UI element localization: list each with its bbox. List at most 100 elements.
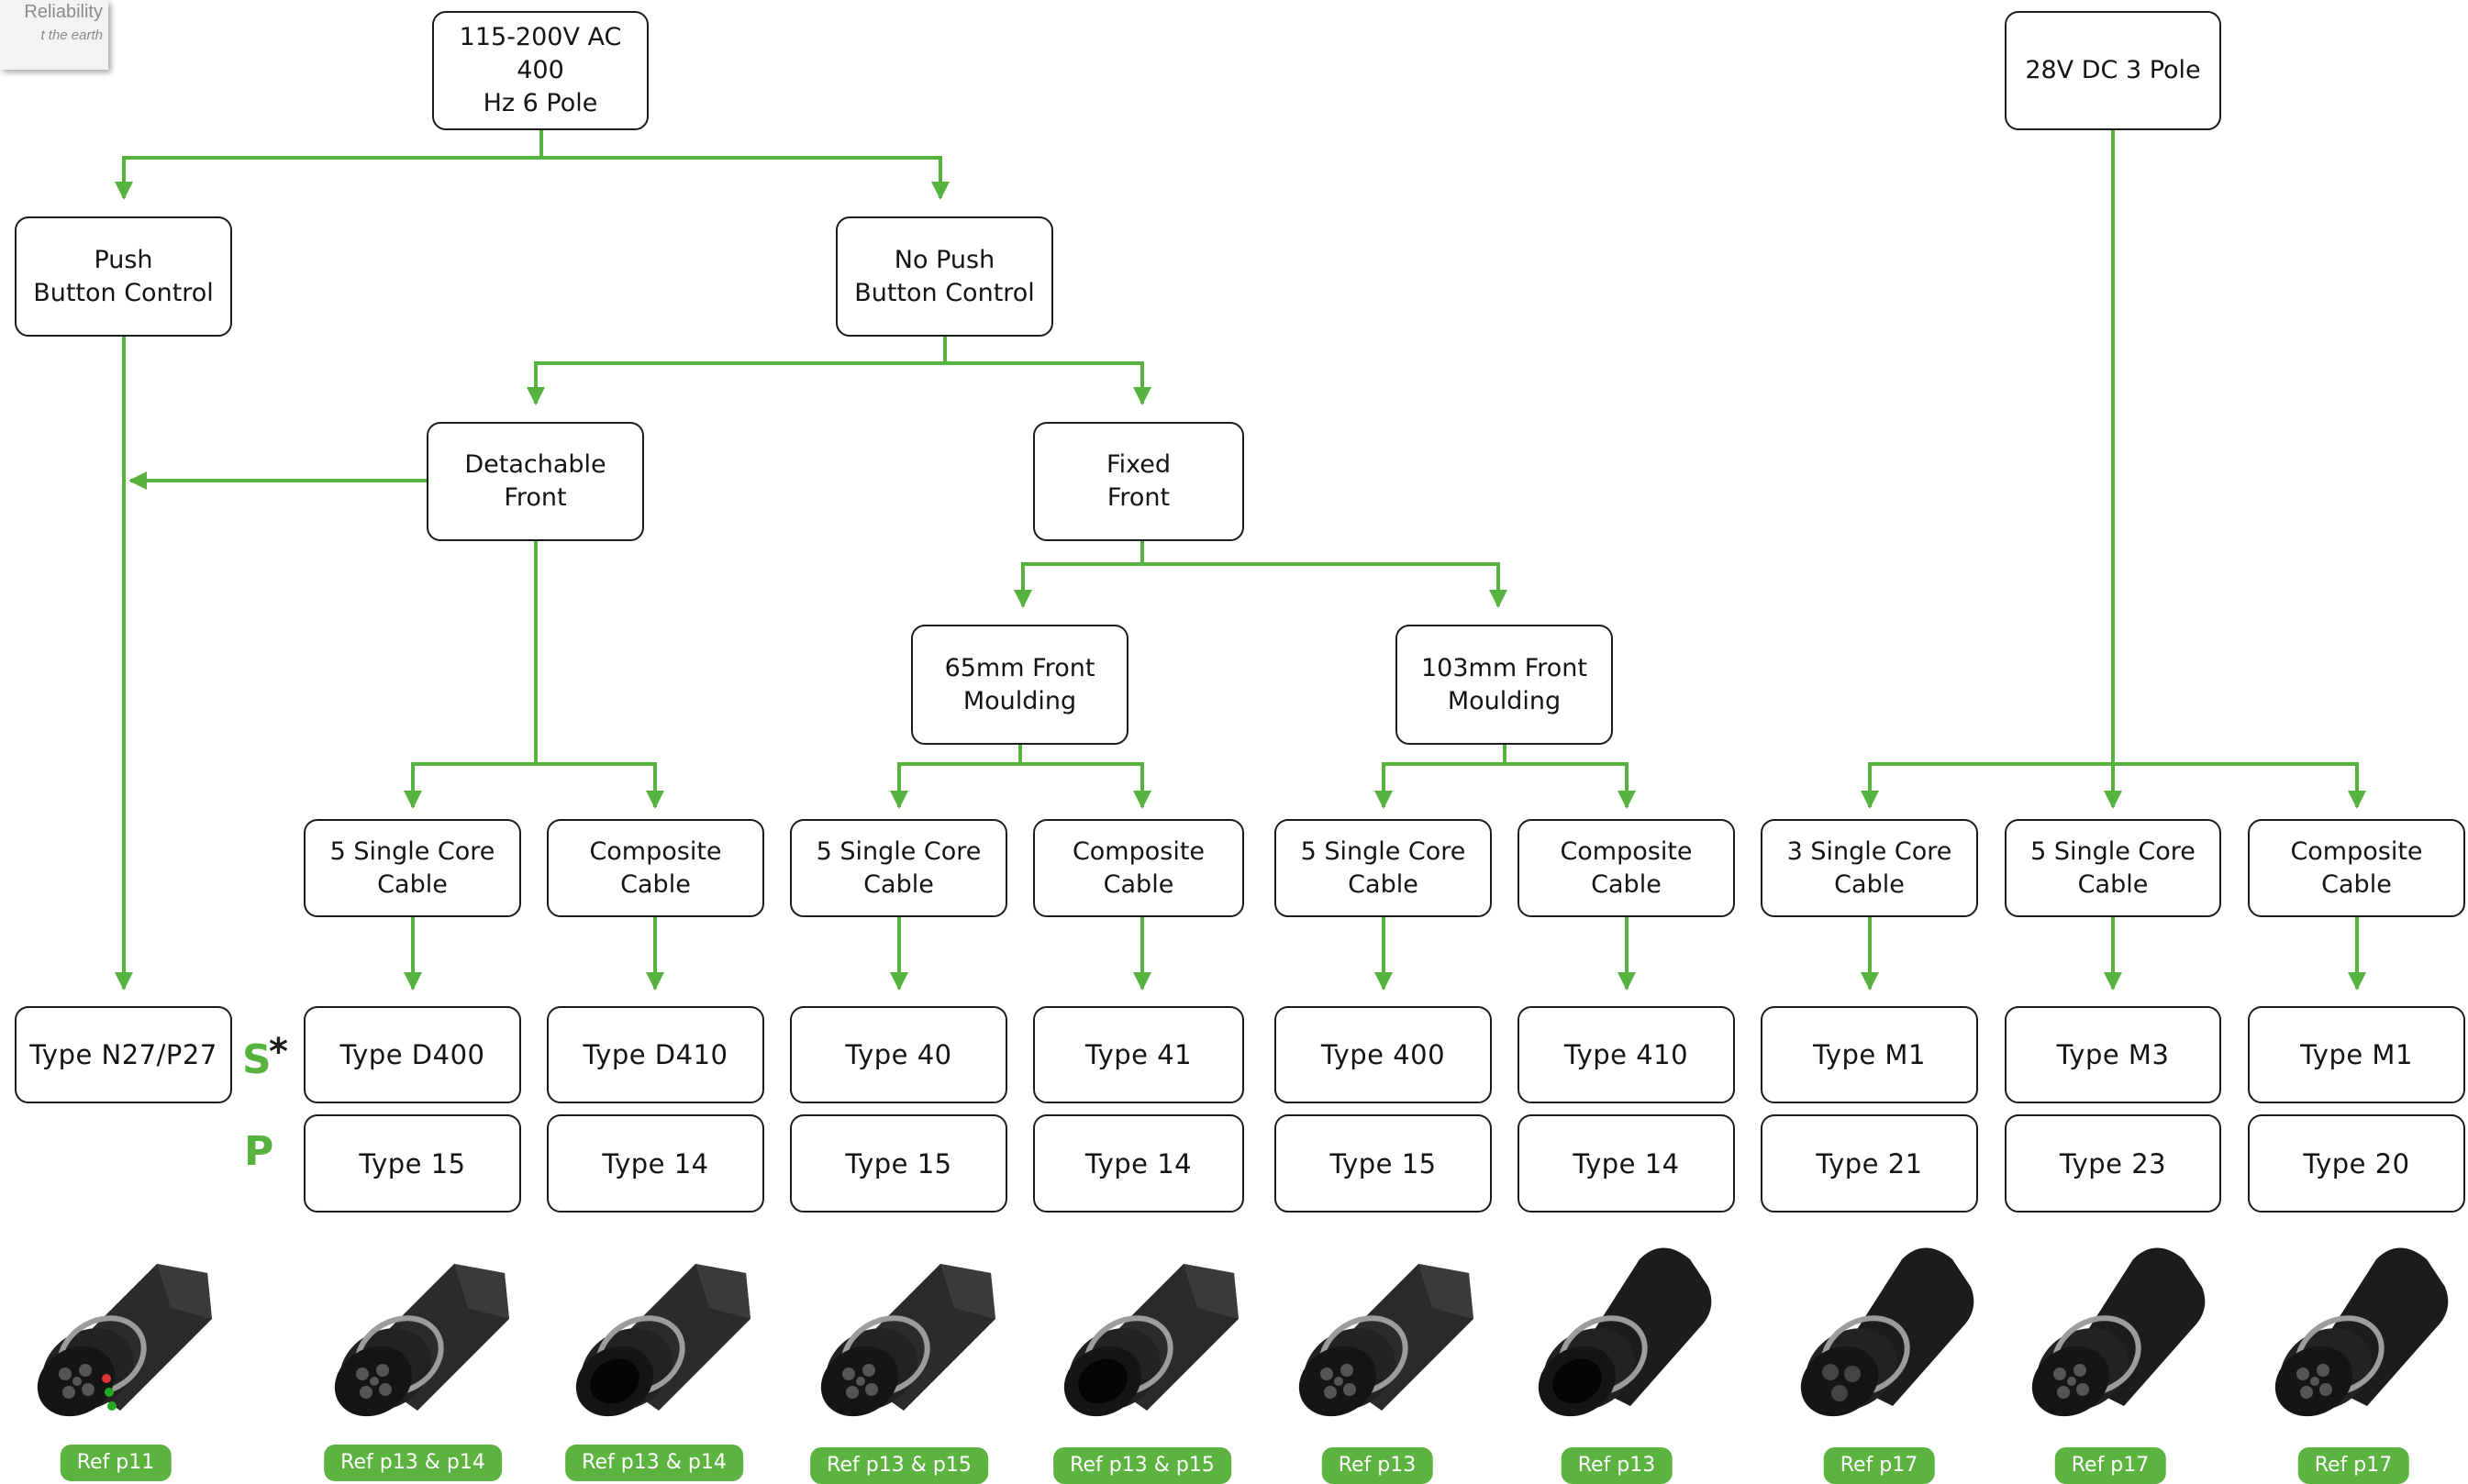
node-label: Composite Cable [589,836,722,899]
node-socket-type-9: Type M3 [2005,1006,2221,1103]
node-plug-type-7: Type 21 [1761,1114,1978,1213]
node-label: 3 Single Core Cable [1786,836,1952,899]
node-cable-1: 5 Single Core Cable [304,819,521,917]
node-label: Type 400 [1320,1039,1446,1070]
node-dc-power: 28V DC 3 Pole [2005,11,2221,130]
node-socket-type-5: Type 41 [1033,1006,1244,1103]
node-65mm-front-moulding: 65mm Front Moulding [911,625,1128,745]
connector-m1-photo [1800,1247,1974,1417]
node-label: Type 14 [1573,1147,1680,1179]
node-label: Type 23 [2059,1147,2167,1179]
connector-type410-photo [1538,1247,1712,1417]
node-cable-3: 5 Single Core Cable [790,819,1007,917]
node-cable-4: Composite Cable [1033,819,1244,917]
node-label: Composite Cable [2290,836,2423,899]
node-label: Composite Cable [1072,836,1206,899]
node-label: Type M3 [2056,1039,2170,1070]
node-plug-type-5: Type 15 [1274,1114,1492,1213]
node-label: Type 410 [1563,1039,1689,1070]
ref-badge-9: Ref p17 [2054,1447,2166,1484]
edge-fixed-to-m65 [1014,541,1144,608]
node-plug-type-3: Type 15 [790,1114,1007,1213]
node-label: Type M1 [2300,1039,2413,1070]
node-label: Type 20 [2303,1147,2410,1179]
connector-type40-photo [820,1264,995,1417]
connector-d400-photo [334,1264,509,1417]
ref-badge-5: Ref p13 & p15 [1053,1447,1231,1484]
row-label-p: P [244,1128,274,1175]
node-label: Type 21 [1816,1147,1923,1179]
node-plug-type-4: Type 14 [1033,1114,1244,1213]
connector-m3-photo [2031,1247,2206,1417]
node-push-button-control: Push Button Control [15,216,232,337]
node-label: Composite Cable [1560,836,1693,899]
node-ac-power: 115-200V AC 400 Hz 6 Pole [432,11,649,130]
node-label: No Push Button Control [854,245,1035,307]
node-label: 65mm Front Moulding [944,653,1095,715]
node-label: Type N27/P27 [29,1039,217,1070]
connector-n27-photo [37,1264,212,1417]
node-socket-type-4: Type 40 [790,1006,1007,1103]
logo-text-line2: t the earth [40,28,103,43]
node-no-push-button-control: No Push Button Control [836,216,1053,337]
ref-badge-3: Ref p13 & p14 [565,1445,743,1481]
edge-detach-to-c2 [536,762,664,809]
node-socket-type-7: Type 410 [1517,1006,1735,1103]
connector-type400-photo [1298,1264,1473,1417]
row-label-s-asterisk: * [269,1031,288,1073]
ref-badge-1: Ref p11 [60,1445,172,1481]
ref-badge-2: Ref p13 & p14 [324,1445,502,1481]
node-label: 5 Single Core Cable [1300,836,1466,899]
node-plug-type-9: Type 20 [2248,1114,2465,1213]
node-label: 5 Single Core Cable [329,836,495,899]
node-label: Type 14 [602,1147,709,1179]
node-cable-7: 3 Single Core Cable [1761,819,1978,917]
node-label: Type 41 [1084,1039,1193,1070]
node-label: Type 15 [359,1147,466,1179]
node-cable-6: Composite Cable [1517,819,1735,917]
edge-dc-to-c9 [2113,762,2366,809]
node-socket-type-1: Type N27/P27 [15,1006,232,1103]
connector-m1-composite-photo [2274,1247,2449,1417]
ref-badge-8: Ref p17 [1823,1447,1935,1484]
node-label: Type 15 [845,1147,952,1179]
node-plug-type-2: Type 14 [547,1114,764,1213]
row-label-s: S [242,1036,272,1083]
ref-badge-10: Ref p17 [2297,1447,2409,1484]
node-socket-type-10: Type M1 [2248,1006,2465,1103]
node-label: 103mm Front Moulding [1420,653,1587,715]
node-socket-type-2: Type D400 [304,1006,521,1103]
edge-nopush-to-fixed [945,361,1151,405]
node-plug-type-8: Type 23 [2005,1114,2221,1213]
connector-d410-photo [575,1264,750,1417]
node-label: 5 Single Core Cable [2030,836,2196,899]
node-label: 5 Single Core Cable [816,836,982,899]
company-logo: Reliability t the earth [0,0,108,70]
edge-ac-to-push-nopush [122,130,940,198]
node-fixed-front: Fixed Front [1033,422,1244,541]
node-label: Type 14 [1084,1147,1193,1179]
edge-m65-to-c3 [890,745,1022,809]
edge-m103-to-c5 [1374,745,1506,809]
edge-fixed-to-m103 [1142,562,1507,608]
node-plug-type-6: Type 14 [1517,1114,1735,1213]
node-socket-type-6: Type 400 [1274,1006,1492,1103]
edge-m65-to-c4 [1020,762,1151,809]
node-label: Detachable Front [464,450,606,512]
logo-text-line1: Reliability [24,2,103,22]
node-label: Type M1 [1813,1039,1926,1070]
connector-type41-photo [1063,1264,1239,1417]
node-label: 115-200V AC 400 Hz 6 Pole [459,23,622,117]
node-plug-type-1: Type 15 [304,1114,521,1213]
node-label: Type D400 [339,1039,485,1070]
node-103mm-front-moulding: 103mm Front Moulding [1395,625,1613,745]
edge-detach-to-c1 [404,541,538,809]
node-socket-type-3: Type D410 [547,1006,764,1103]
node-label: Fixed Front [1106,450,1171,512]
edge-nopush-to-detach [527,337,947,405]
node-socket-type-8: Type M1 [1761,1006,1978,1103]
node-label: Push Button Control [33,245,214,307]
node-cable-2: Composite Cable [547,819,764,917]
